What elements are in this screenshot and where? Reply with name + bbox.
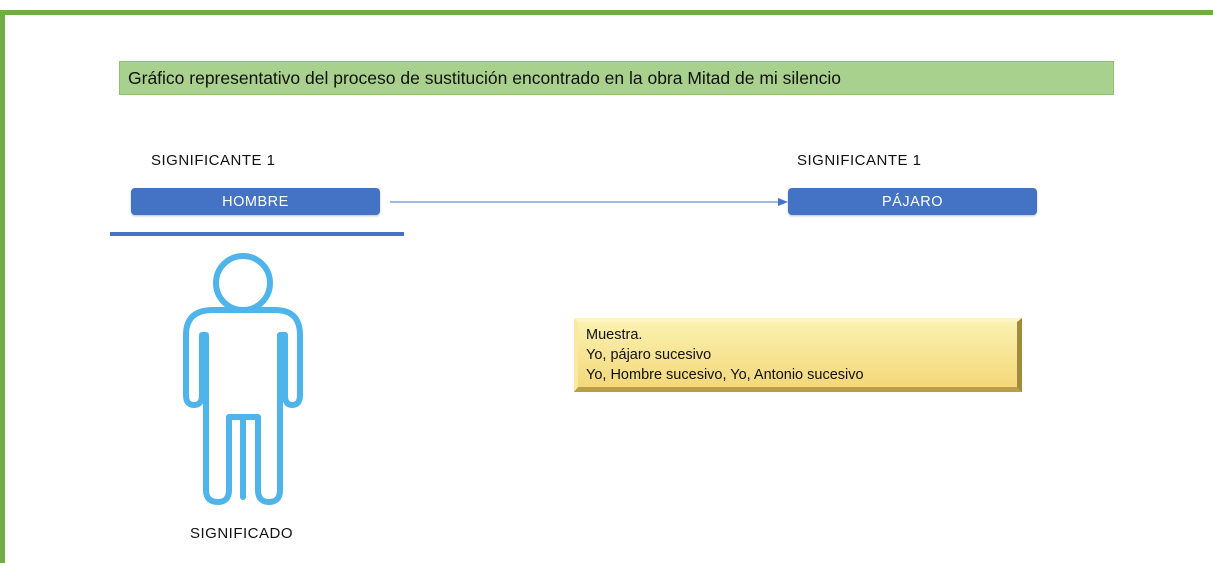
sample-line-1: Muestra. (586, 327, 643, 343)
term-pajaro-text: PÁJARO (881, 193, 943, 210)
sample-line-3: Yo, Hombre sucesivo, Yo, Antonio sucesiv… (586, 367, 864, 383)
signifier-label-right: SIGNIFICANTE 1 (797, 152, 922, 169)
term-hombre-text: HOMBRE (222, 193, 289, 210)
person-icon (183, 253, 303, 505)
term-box-pajaro: PÁJARO (788, 188, 1037, 215)
frame-top-border (0, 10, 1213, 15)
frame-left-border (0, 10, 5, 563)
term-box-hombre: HOMBRE (131, 188, 380, 215)
diagram-title: Gráfico representativo del proceso de su… (119, 61, 1114, 95)
signifier-label-left: SIGNIFICANTE 1 (151, 152, 276, 169)
diagram-title-text: Gráfico representativo del proceso de su… (128, 67, 842, 88)
signified-label: SIGNIFICADO (190, 525, 294, 542)
sample-line-2: Yo, pájaro sucesivo (586, 347, 712, 363)
sample-callout: Muestra. Yo, pájaro sucesivo Yo, Hombre … (574, 318, 1022, 392)
signifier-bar (110, 232, 404, 236)
substitution-arrow (390, 198, 788, 206)
